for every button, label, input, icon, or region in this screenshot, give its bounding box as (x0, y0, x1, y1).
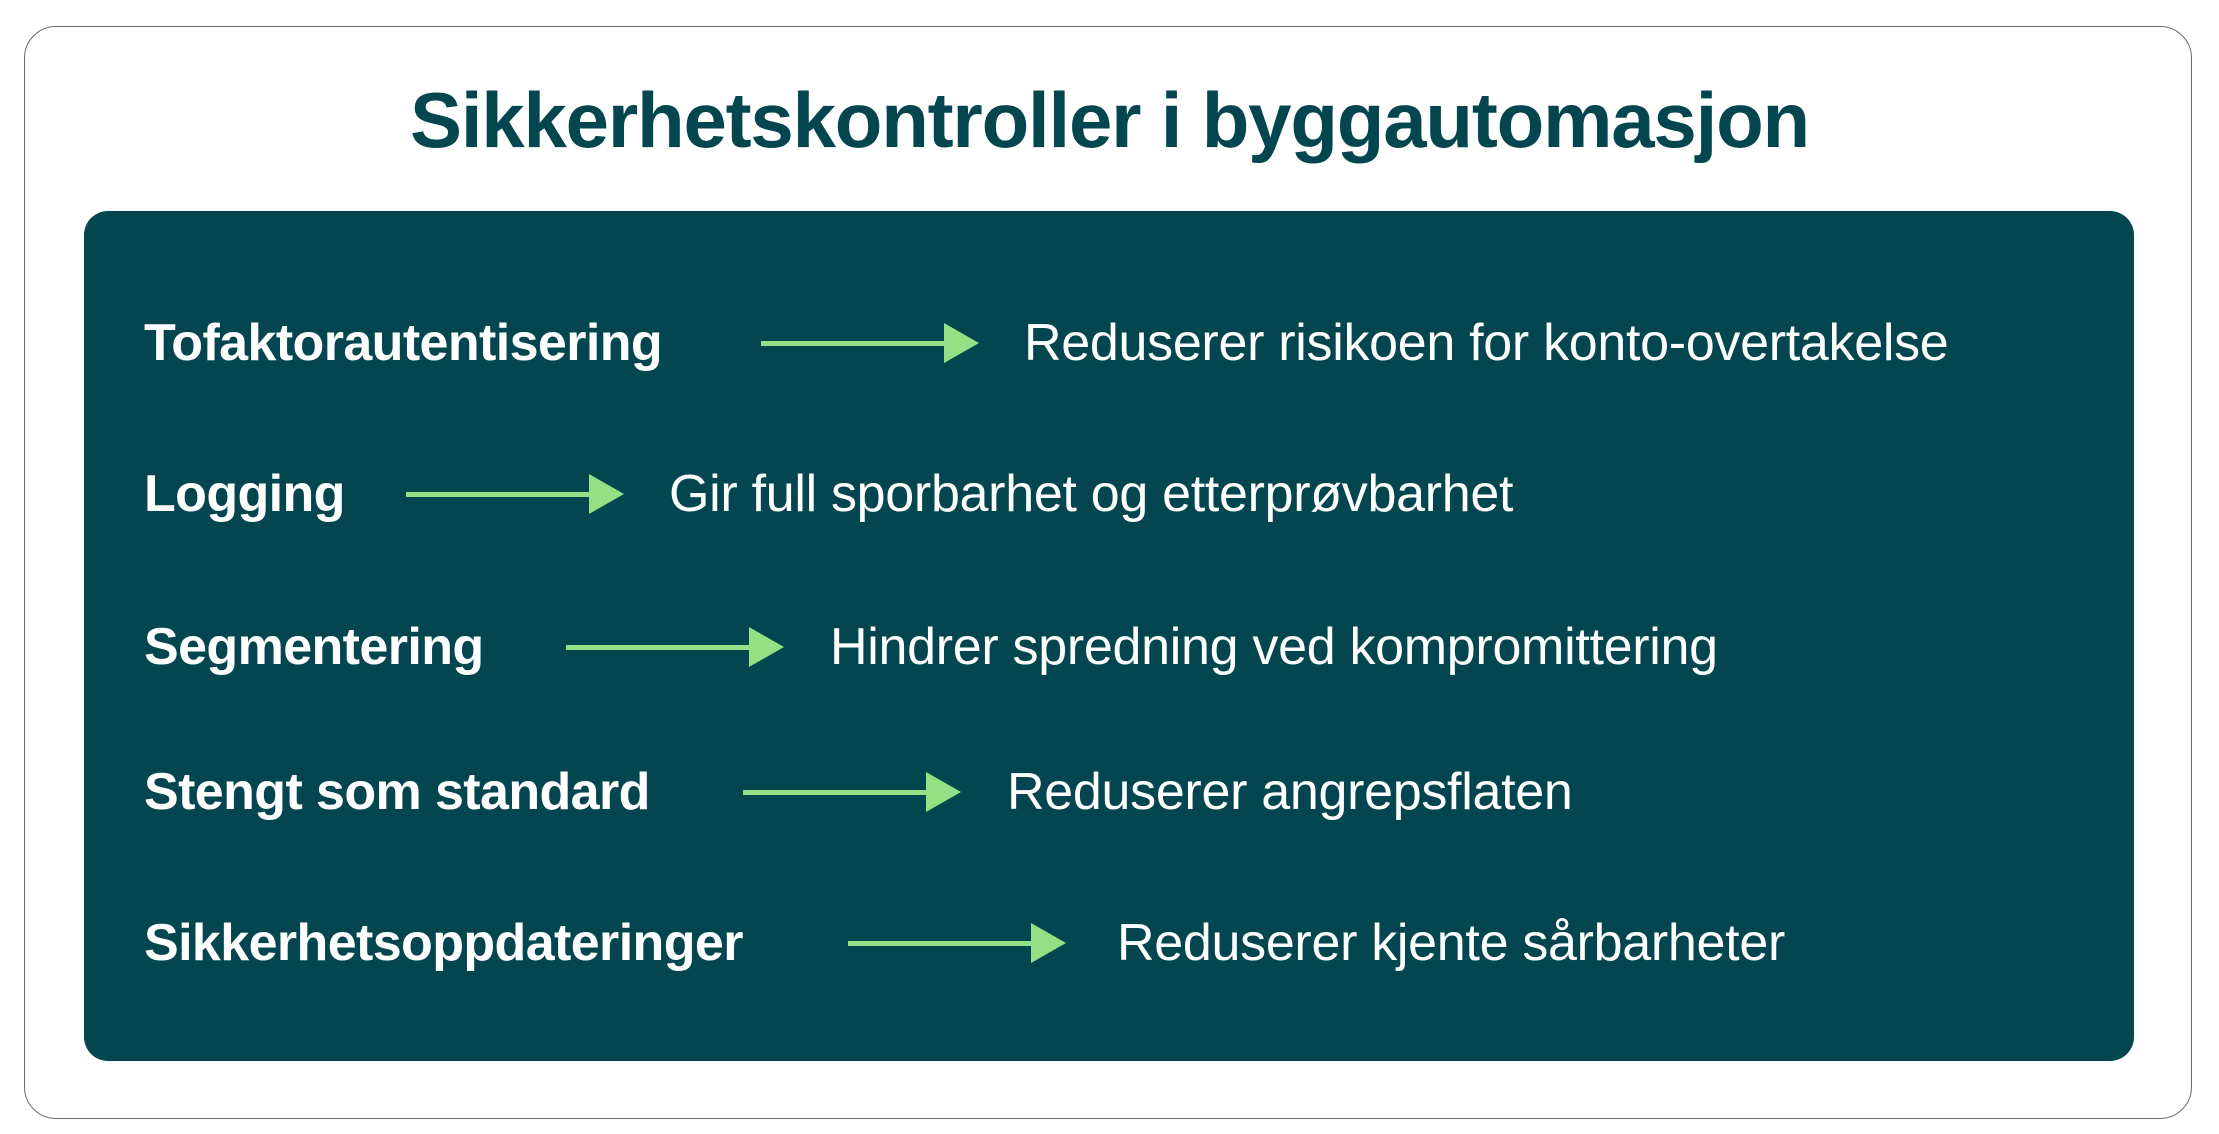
page-title: Sikkerhetskontroller i byggautomasjon (410, 76, 1810, 164)
control-row: Tofaktorautentisering Reduserer risikoen… (0, 303, 2219, 383)
control-description: Reduserer angrepsflaten (1007, 763, 1573, 821)
control-row: Sikkerhetsoppdateringer Reduserer kjente… (0, 903, 2219, 983)
arrow-right-icon (566, 627, 784, 667)
arrow-right-icon (743, 772, 961, 812)
control-row: Logging Gir full sporbarhet og etterprøv… (0, 454, 2219, 534)
control-description: Reduserer risikoen for konto-overtakelse (1024, 314, 1949, 372)
control-row: Segmentering Hindrer spredning ved kompr… (0, 607, 2219, 687)
control-label: Segmentering (144, 618, 484, 676)
control-label: Stengt som standard (144, 763, 650, 821)
control-label: Logging (144, 465, 345, 523)
controls-panel (84, 211, 2134, 1061)
control-label: Sikkerhetsoppdateringer (144, 914, 743, 972)
arrow-right-icon (848, 923, 1066, 963)
control-row: Stengt som standard Reduserer angrepsfla… (0, 752, 2219, 832)
control-description: Reduserer kjente sårbarheter (1117, 914, 1785, 972)
arrow-right-icon (406, 474, 624, 514)
control-description: Hindrer spredning ved kompromittering (830, 618, 1718, 676)
control-label: Tofaktorautentisering (144, 314, 663, 372)
control-description: Gir full sporbarhet og etterprøvbarhet (669, 465, 1514, 523)
arrow-right-icon (761, 323, 979, 363)
